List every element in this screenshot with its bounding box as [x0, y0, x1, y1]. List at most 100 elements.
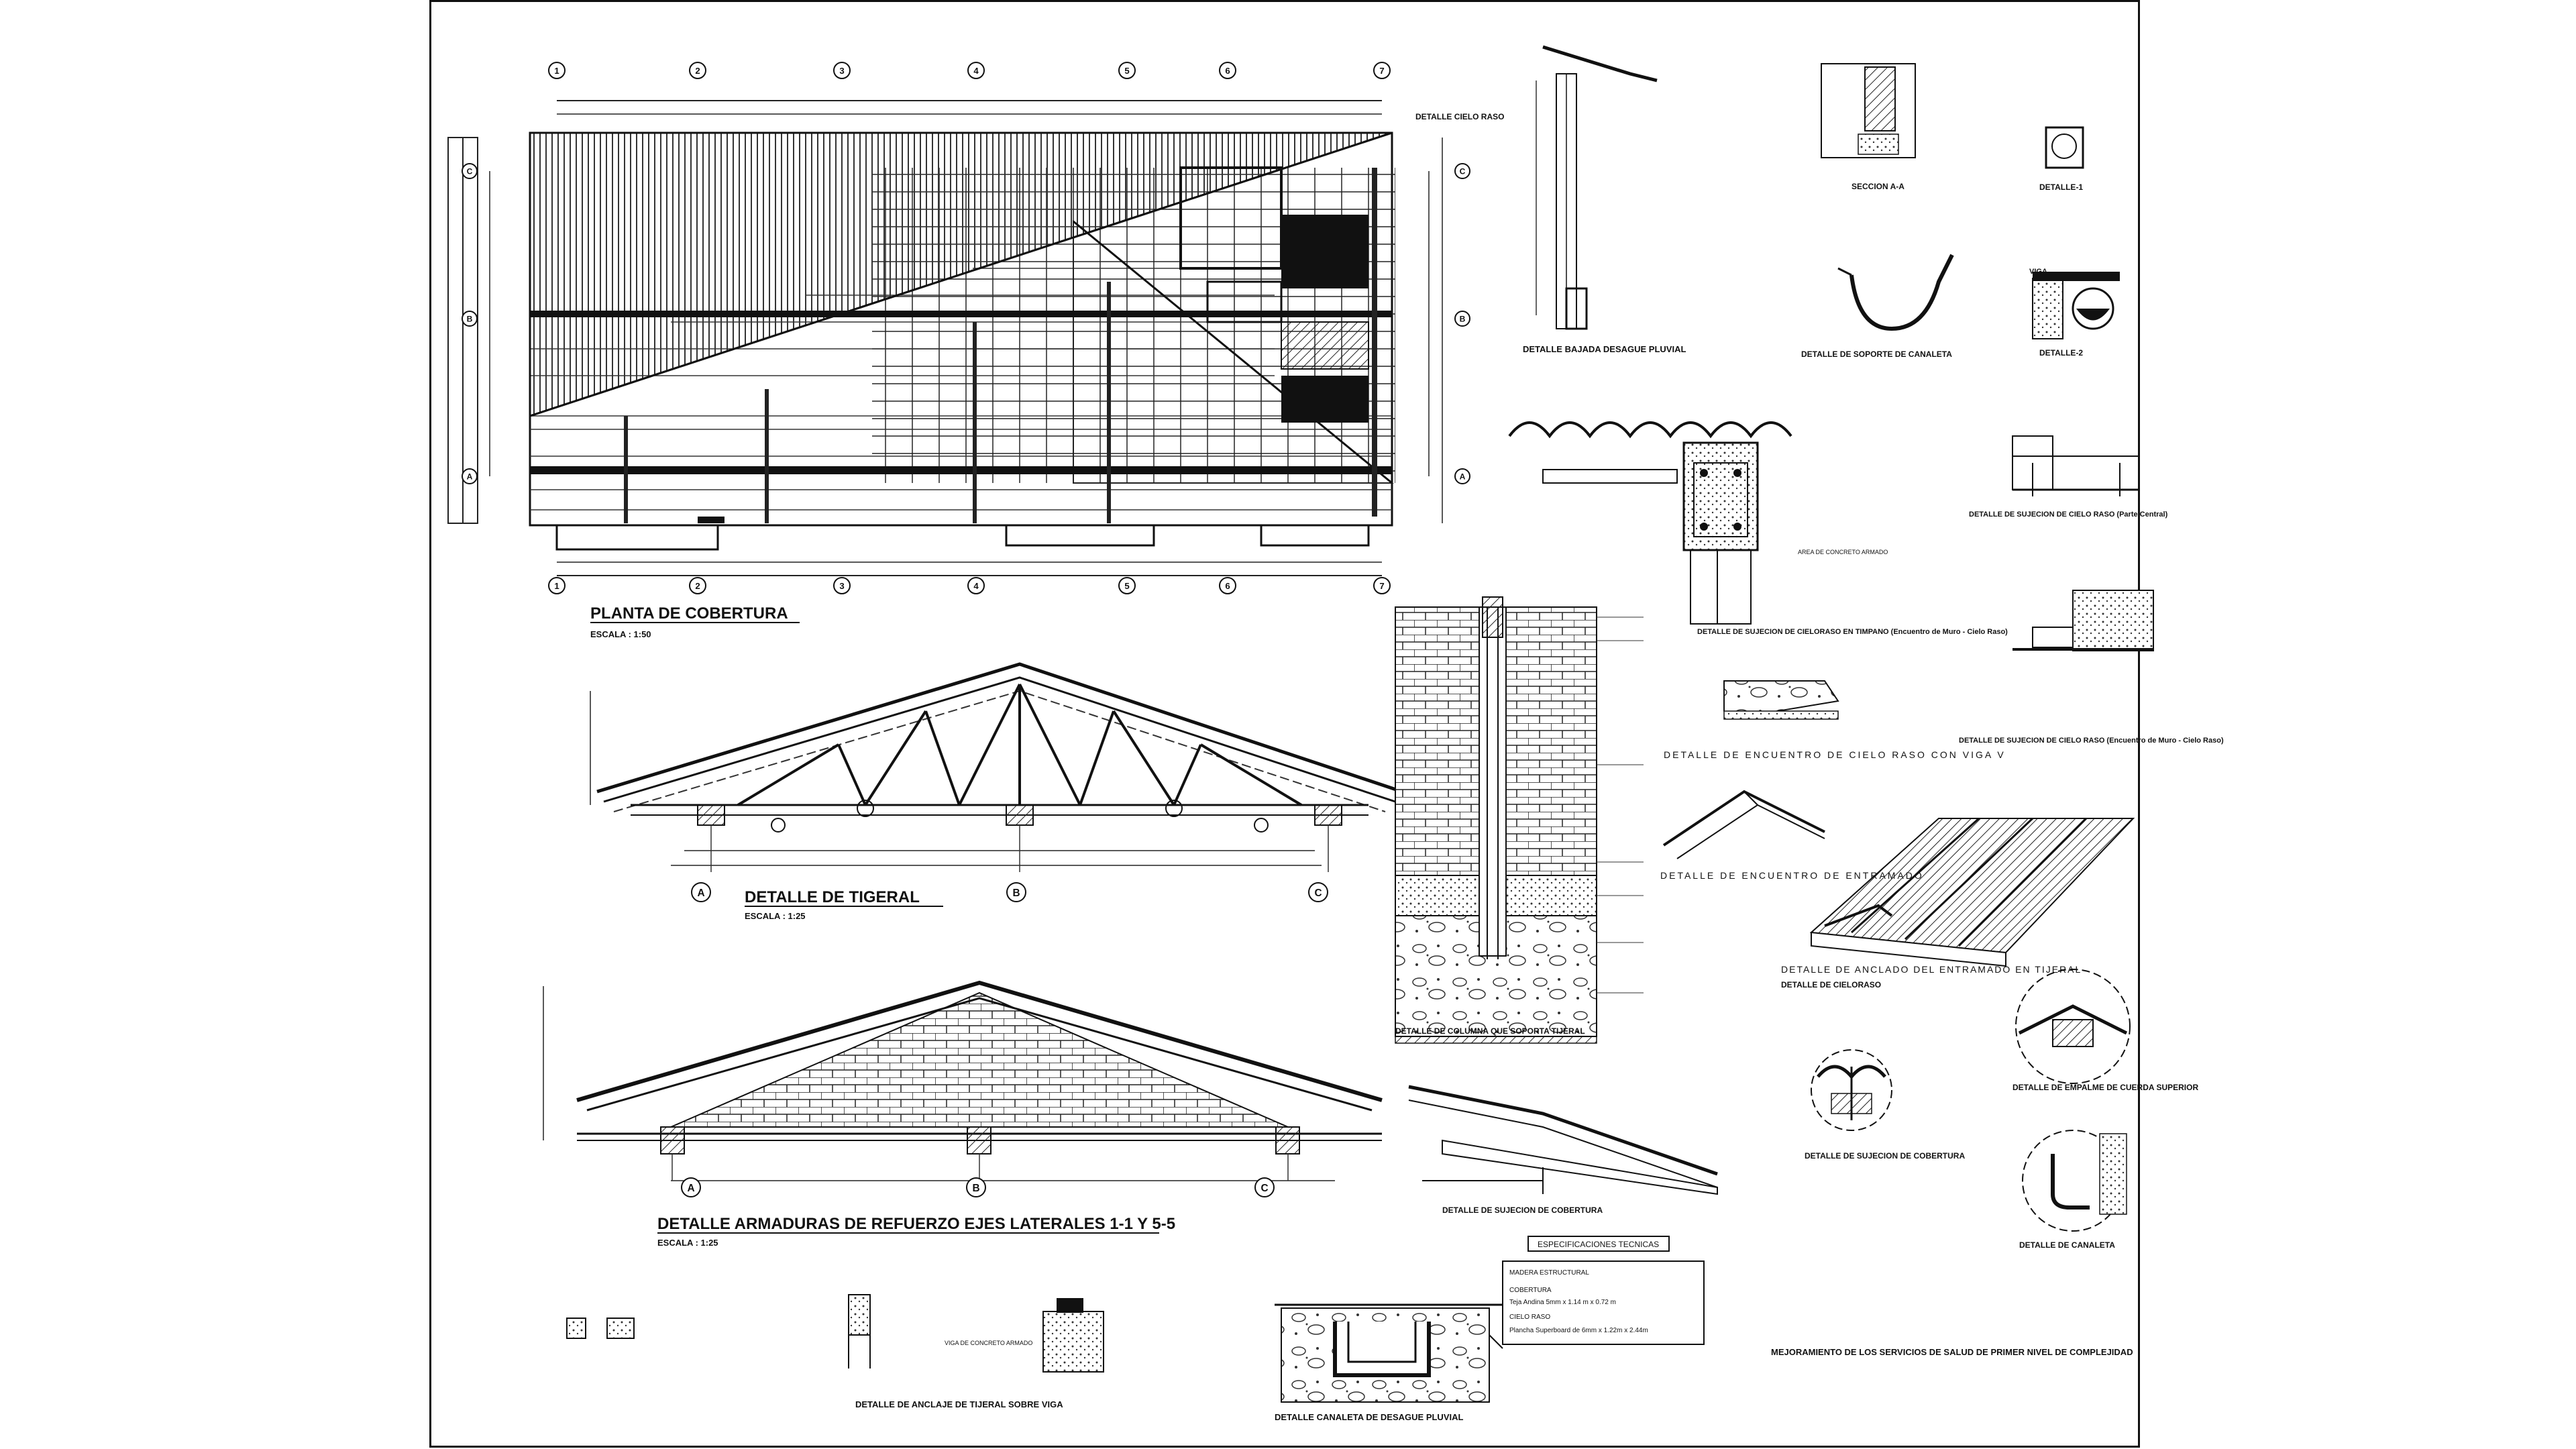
- svg-text:4: 4: [973, 581, 979, 591]
- svg-text:B: B: [467, 315, 473, 324]
- grid-column-bubble-top: 6: [1219, 62, 1236, 79]
- svg-text:A: A: [1460, 472, 1466, 482]
- truss-title: DETALLE DE TIGERAL: [745, 888, 920, 906]
- ceiling-center-detail: [2012, 435, 2140, 496]
- plan-scale: ESCALA : 1:50: [590, 629, 651, 639]
- gutter-detail: [2022, 1130, 2127, 1232]
- sujecion-cobertura-title: DETALLE DE SUJECION DE COBERTURA: [1442, 1205, 1603, 1215]
- canaleta-desague-title: DETALLE CANALETA DE DESAGUE PLUVIAL: [1275, 1412, 1463, 1422]
- svg-text:C: C: [1260, 1183, 1268, 1194]
- truss-axis-bubble: A: [691, 882, 711, 902]
- svg-text:1: 1: [554, 581, 559, 591]
- column-detail: [1395, 596, 1644, 1044]
- truss-axis-bubble: B: [1006, 882, 1026, 902]
- grid-column-bubble-top: 3: [833, 62, 851, 79]
- specs-box: [1502, 1236, 1705, 1345]
- specs-line-4: CIELO RASO: [1509, 1313, 1550, 1321]
- detalle-2-title: DETALLE-2: [2039, 348, 2083, 358]
- truss-anchor-iso: [1809, 817, 2135, 967]
- encuentro-viga-label: DETALLE DE ENCUENTRO DE CIELO RASO CON V…: [1664, 749, 2006, 760]
- grid-column-bubble-top: 2: [689, 62, 706, 79]
- grid-row-bubble-left: B: [462, 311, 478, 327]
- grid-column-bubble-bottom: 4: [967, 577, 985, 594]
- gable-axis-bubble: C: [1254, 1177, 1275, 1197]
- cielo-muro-title: DETALLE DE SUJECION DE CIELO RASO (Encue…: [1959, 737, 2224, 745]
- detalle-1-title: DETALLE-1: [2039, 182, 2083, 192]
- svg-text:5: 5: [1124, 581, 1129, 591]
- small-section-details: [566, 1294, 1104, 1373]
- svg-text:6: 6: [1225, 66, 1230, 76]
- svg-text:A: A: [467, 472, 473, 482]
- svg-text:5: 5: [1124, 66, 1129, 76]
- specs-line-1: MADERA ESTRUCTURAL: [1509, 1269, 1589, 1277]
- specs-title: ESPECIFICACIONES TECNICAS: [1538, 1240, 1659, 1249]
- plan-title: PLANTA DE COBERTURA: [590, 604, 788, 623]
- project-title: MEJORAMIENTO DE LOS SERVICIOS DE SALUD D…: [1771, 1347, 2133, 1357]
- svg-text:B: B: [1012, 888, 1020, 899]
- svg-text:B: B: [972, 1183, 979, 1194]
- ceiling-tympan-detail: [1508, 421, 1792, 625]
- cover-fix-detail: [1408, 1085, 1718, 1195]
- truss-axis-bubble: C: [1308, 882, 1328, 902]
- svg-text:7: 7: [1379, 66, 1384, 76]
- truss-scale: ESCALA : 1:25: [745, 911, 806, 921]
- empalme-title: DETALLE DE EMPALME DE CUERDA SUPERIOR: [2012, 1083, 2198, 1092]
- anclaje-title: DETALLE DE ANCLAJE DE TIJERAL SOBRE VIGA: [855, 1399, 1063, 1409]
- truss-axes: A B C: [691, 882, 1328, 902]
- area-concreto-label: AREA DE CONCRETO ARMADO: [1798, 549, 1888, 555]
- cielorraso-title: DETALLE DE CIELORASO: [1781, 980, 1881, 989]
- svg-text:2: 2: [695, 66, 700, 76]
- sheet-frame: [429, 0, 2140, 1448]
- gable-axis-bubble: A: [681, 1177, 701, 1197]
- svg-text:6: 6: [1225, 581, 1230, 591]
- beam-junction-detail: [1723, 680, 1839, 720]
- svg-text:B: B: [1460, 315, 1466, 324]
- svg-text:C: C: [1314, 888, 1322, 899]
- bajada-title: DETALLE BAJADA DESAGUE PLUVIAL: [1523, 344, 1686, 354]
- cover-fix-detail-2: [1811, 1049, 1892, 1131]
- grid-row-bubble-right: B: [1454, 311, 1470, 327]
- gable-axes: A B C: [681, 1177, 1275, 1197]
- columna-title: DETALLE DE COLUMNA QUE SOPORTA TIJERAL: [1395, 1026, 1585, 1036]
- grid-column-bubble-top: 7: [1373, 62, 1391, 79]
- frame-junction-detail: [1662, 790, 1825, 859]
- svg-text:7: 7: [1379, 581, 1384, 591]
- svg-text:3: 3: [839, 581, 844, 591]
- armaduras-title: DETALLE ARMADURAS DE REFUERZO EJES LATER…: [657, 1215, 1175, 1233]
- canaleta-title: DETALLE DE CANALETA: [2019, 1240, 2115, 1250]
- specs-line-5: Plancha Superboard de 6mm x 1.22m x 2.44…: [1509, 1327, 1648, 1334]
- grid-column-bubble-bottom: 2: [689, 577, 706, 594]
- grid-column-bubble-bottom: 6: [1219, 577, 1236, 594]
- plan-cielo-note: DETALLE CIELO RASO: [1415, 112, 1504, 121]
- sujecion-cobertura-2-title: DETALLE DE SUJECION DE COBERTURA: [1805, 1151, 1965, 1161]
- grid-row-bubble-right: C: [1454, 163, 1470, 179]
- svg-text:1: 1: [554, 66, 559, 76]
- cielo-timpano-title: DETALLE DE SUJECION DE CIELORASO EN TIMP…: [1697, 628, 2008, 636]
- svg-text:A: A: [687, 1183, 694, 1194]
- grid-column-bubble-top: 1: [548, 62, 566, 79]
- grid-column-bubble-bottom: 3: [833, 577, 851, 594]
- svg-text:2: 2: [695, 581, 700, 591]
- viga-concreto-label: VIGA DE CONCRETO ARMADO: [945, 1340, 1032, 1346]
- grid-column-bubble-bottom: 7: [1373, 577, 1391, 594]
- specs-line-3: Teja Andina 5mm x 1.14 m x 0.72 m: [1509, 1299, 1616, 1306]
- gable-axis-bubble: B: [966, 1177, 986, 1197]
- downpipe-detail: [1536, 45, 1658, 330]
- soporte-canaleta-title: DETALLE DE SOPORTE DE CANALETA: [1801, 350, 1952, 359]
- grid-row-bubble-left: A: [462, 468, 478, 484]
- encuentro-entramado-label: DETALLE DE ENCUENTRO DE ENTRAMADO: [1660, 870, 1924, 881]
- cielo-central-title: DETALLE DE SUJECION DE CIELO RASO (Parte…: [1969, 511, 2168, 519]
- viga-label: VIGA: [2029, 268, 2047, 276]
- anclado-entramado-label: DETALLE DE ANCLADO DEL ENTRAMADO EN TIJE…: [1781, 964, 2082, 975]
- gutter-section: [1275, 1303, 1503, 1403]
- grid-column-bubble-bottom: 1: [548, 577, 566, 594]
- roof-plan: [447, 100, 1443, 576]
- svg-text:C: C: [1460, 167, 1466, 176]
- detail-2: [2032, 272, 2120, 339]
- armaduras-scale: ESCALA : 1:25: [657, 1238, 718, 1248]
- ceiling-wall-detail: [2012, 590, 2154, 651]
- grid-column-bubble-top: 5: [1118, 62, 1136, 79]
